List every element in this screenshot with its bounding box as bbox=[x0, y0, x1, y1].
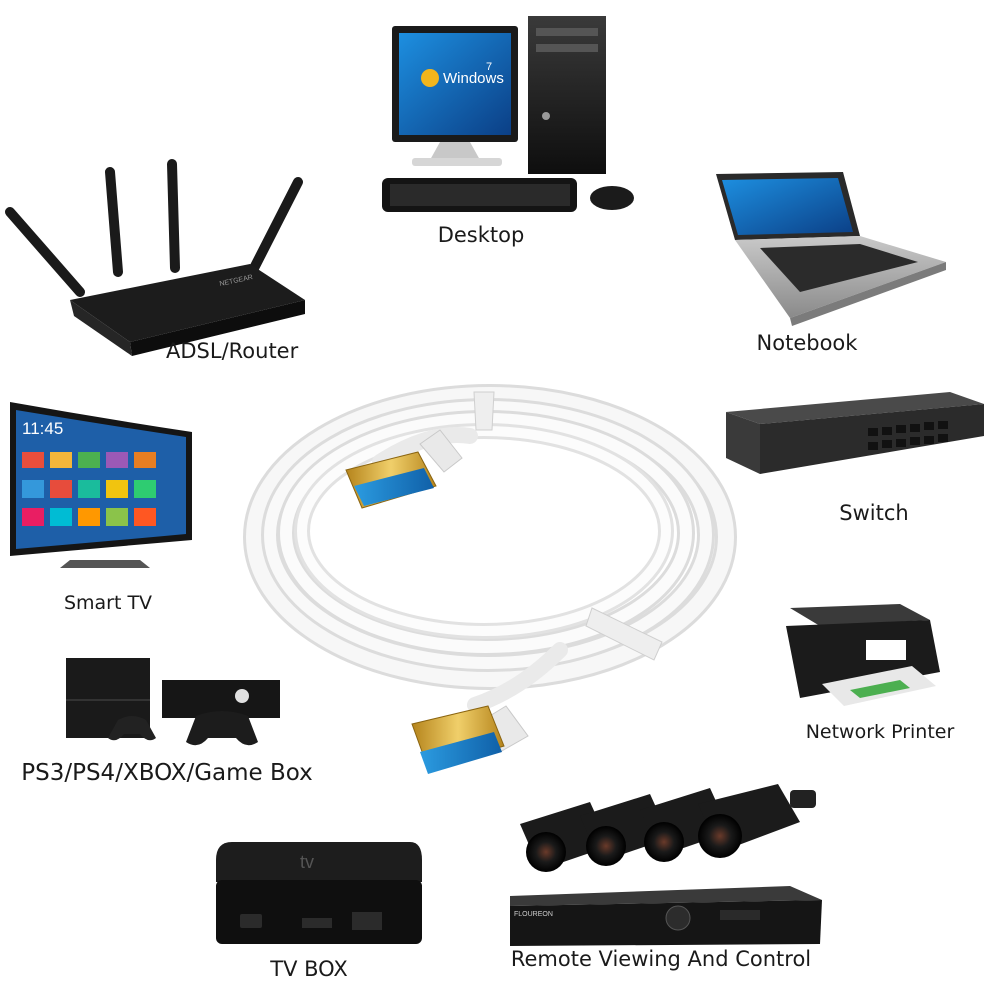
network-printer-label: Network Printer bbox=[806, 721, 955, 743]
smart-tv-image: 11:45 bbox=[10, 402, 192, 568]
remote-viewing-label: Remote Viewing And Control bbox=[511, 947, 811, 971]
cable-strap-top bbox=[473, 391, 495, 431]
smart-tv-label: Smart TV bbox=[64, 592, 152, 614]
desktop-label: Desktop bbox=[438, 223, 525, 247]
tv-clock-text: 11:45 bbox=[22, 419, 63, 438]
tv-box-image: tv bbox=[216, 842, 422, 944]
appletv-logo-text: tv bbox=[300, 852, 314, 872]
dvr-brand-text: FLOUREON bbox=[514, 911, 553, 918]
switch-image bbox=[726, 392, 984, 474]
dvr-recorder-image: FLOUREON bbox=[510, 886, 822, 946]
switch-ports bbox=[868, 421, 948, 450]
rj45-connector-top bbox=[345, 429, 463, 509]
cable-strap-bottom bbox=[585, 607, 663, 661]
game-box-label: PS3/PS4/XBOX/Game Box bbox=[21, 760, 313, 786]
windows-version-text: 7 bbox=[486, 61, 492, 73]
windows-logo-icon bbox=[421, 69, 439, 87]
switch-label: Switch bbox=[839, 501, 908, 525]
network-printer-image bbox=[786, 604, 940, 706]
ethernet-cable-coil bbox=[243, 384, 737, 713]
security-cameras-image bbox=[520, 784, 816, 872]
game-consoles-image bbox=[66, 658, 280, 746]
router-image: NETGEAR bbox=[5, 159, 305, 356]
adsl-router-label: ADSL/Router bbox=[166, 339, 299, 363]
desktop-image: Windows 7 bbox=[382, 16, 634, 212]
rj45-connector-bottom bbox=[411, 705, 529, 774]
windows-logo-text: Windows bbox=[443, 70, 504, 87]
tv-box-label: TV BOX bbox=[269, 957, 347, 981]
notebook-image bbox=[716, 172, 946, 326]
camera-4 bbox=[698, 784, 816, 858]
notebook-label: Notebook bbox=[757, 331, 859, 355]
